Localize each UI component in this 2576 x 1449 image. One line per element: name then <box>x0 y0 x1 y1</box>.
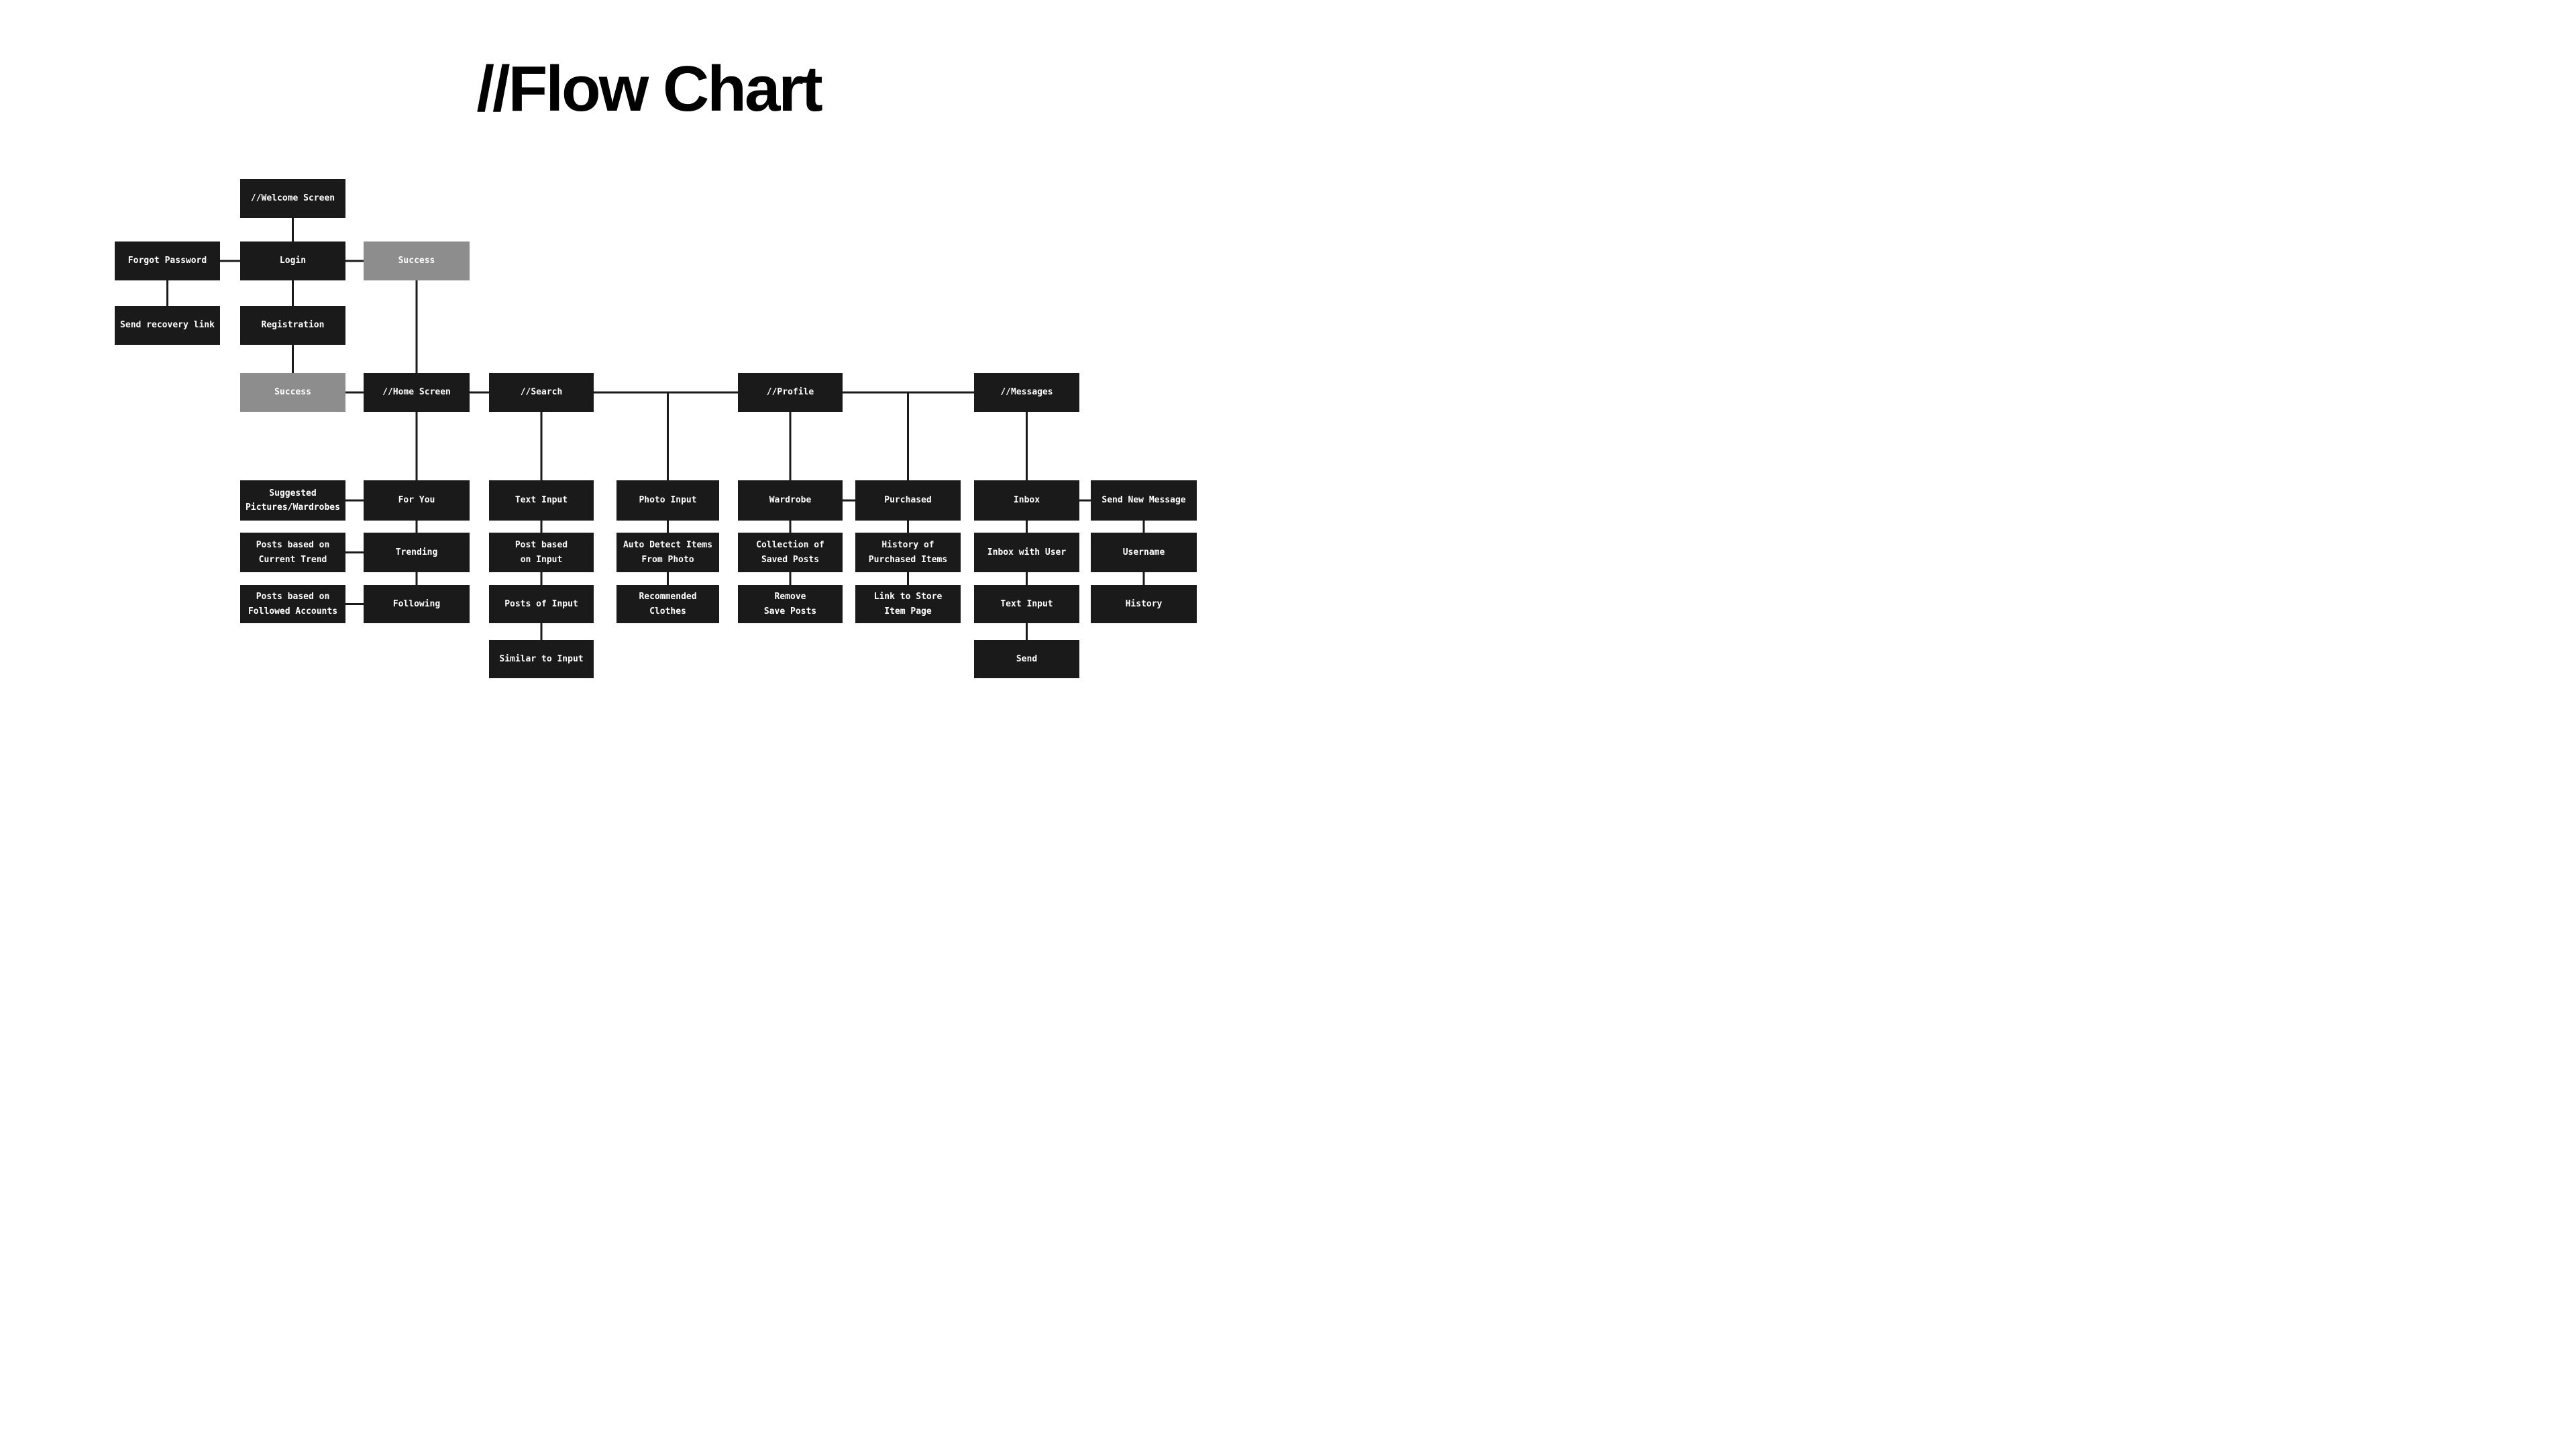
node-label-line: //Welcome Screen <box>250 193 335 204</box>
node-label-line: Registration <box>261 320 325 331</box>
node-similar: Similar to Input <box>489 640 594 678</box>
node-label-line: Clothes <box>649 606 686 616</box>
node-success1: Success <box>364 241 470 280</box>
node-label-line: Posts based on <box>256 592 330 602</box>
node-search: //Search <box>489 373 594 412</box>
node-label-line: Following <box>392 598 441 609</box>
node-label-line: Trending <box>395 547 438 557</box>
node-postbased: Post based on Input <box>489 533 594 572</box>
node-label-line: History <box>1125 598 1163 609</box>
node-label-line: Text Input <box>515 495 568 506</box>
node-label-line: Forgot Password <box>127 256 207 266</box>
node-poststrend: Posts based on Current Trend <box>240 533 345 572</box>
node-home: //Home Screen <box>364 373 470 412</box>
node-registration: Registration <box>240 306 345 345</box>
node-label-line: Post based <box>515 540 568 551</box>
node-label-line: Purchased Items <box>868 554 948 565</box>
node-messages: //Messages <box>974 373 1079 412</box>
node-label-line: Current Trend <box>258 554 327 565</box>
node-label-line: //Messages <box>1000 387 1053 398</box>
node-label-line: Collection of <box>756 540 824 551</box>
node-label-line: Remove <box>774 592 806 602</box>
node-label-line: Posts of Input <box>504 598 578 609</box>
node-label-line: History of <box>881 540 934 551</box>
node-photoinput: Photo Input <box>616 480 719 521</box>
node-textinput1: Text Input <box>489 480 594 521</box>
node-label-line: Posts based on <box>256 540 330 551</box>
node-label-line: on Input <box>520 554 563 565</box>
node-inboxuser: Inbox with User <box>974 533 1079 572</box>
node-label-line: Similar to Input <box>499 653 584 664</box>
node-label-line: //Home Screen <box>382 387 451 398</box>
node-username: Username <box>1091 533 1197 572</box>
node-historypurch: History of Purchased Items <box>855 533 961 572</box>
node-label-line: Suggested <box>269 488 317 498</box>
node-label-line: Text Input <box>1000 598 1053 609</box>
node-label-line: //Search <box>520 387 563 398</box>
node-label-line: Wardrobe <box>769 495 812 506</box>
node-wardrobe: Wardrobe <box>738 480 843 521</box>
node-sendnew: Send New Message <box>1091 480 1197 521</box>
node-textinput2: Text Input <box>974 585 1079 623</box>
node-label-line: Login <box>279 256 307 266</box>
node-label-line: Link to Store <box>873 592 943 602</box>
node-purchased: Purchased <box>855 480 961 521</box>
node-collection: Collection of Saved Posts <box>738 533 843 572</box>
node-label-line: Username <box>1122 547 1165 557</box>
node-foryou: For You <box>364 480 470 521</box>
connector-lines <box>166 218 1145 640</box>
node-trending: Trending <box>364 533 470 572</box>
node-send: Send <box>974 640 1079 678</box>
node-login: Login <box>240 241 345 280</box>
node-history2: History <box>1091 585 1197 623</box>
node-label-line: Inbox with User <box>987 547 1067 557</box>
page-title: //Flow Chart <box>476 53 822 125</box>
node-label-line: //Profile <box>766 387 814 398</box>
node-label-line: Photo Input <box>639 495 697 506</box>
node-label-line: Send recovery link <box>120 320 215 331</box>
node-label-line: Success <box>398 256 435 266</box>
node-label-line: Recommended <box>639 592 697 602</box>
node-label-line: Inbox <box>1013 495 1040 506</box>
node-postsfollowed: Posts based on Followed Accounts <box>240 585 345 623</box>
node-label-line: Followed Accounts <box>248 606 338 616</box>
node-forgot: Forgot Password <box>115 241 220 280</box>
node-success2: Success <box>240 373 345 412</box>
node-label-line: For You <box>398 495 435 506</box>
node-following: Following <box>364 585 470 623</box>
node-recovery: Send recovery link <box>115 306 220 345</box>
node-label-line: Auto Detect Items <box>623 540 713 551</box>
node-postsofinput: Posts of Input <box>489 585 594 623</box>
node-label-line: From Photo <box>641 554 694 565</box>
node-label-line: Save Posts <box>763 606 817 616</box>
node-inbox: Inbox <box>974 480 1079 521</box>
node-label-line: Purchased <box>884 495 932 506</box>
node-label-line: Send New Message <box>1102 495 1186 506</box>
node-welcome: //Welcome Screen <box>240 179 345 218</box>
node-label-line: Pictures/Wardrobes <box>246 502 340 513</box>
node-label-line: Saved Posts <box>761 554 820 565</box>
node-label-line: Send <box>1016 653 1038 664</box>
node-label-line: Item Page <box>884 606 932 616</box>
node-label-line: Success <box>274 387 311 398</box>
node-profile: //Profile <box>738 373 843 412</box>
